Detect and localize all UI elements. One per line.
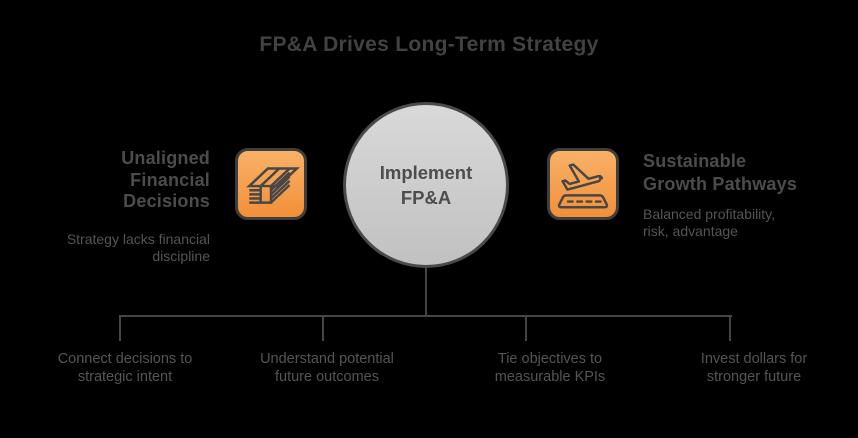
right-description: Balanced profitability, risk, advantage — [643, 206, 776, 239]
branch-label-1: Connect decisions to strategic intent — [57, 351, 193, 385]
branch-label-4: Invest dollars for stronger future — [700, 351, 808, 385]
plane-takeoff-icon — [547, 148, 619, 220]
center-node: Implement FP&A — [343, 102, 509, 268]
money-stack-glyph — [246, 167, 300, 204]
left-heading: Unaligned Financial Decisions — [121, 148, 210, 211]
page-title: FP&A Drives Long-Term Strategy — [259, 33, 599, 56]
connector-tick-3 — [525, 315, 527, 341]
branch-label-3: Tie objectives to measurable KPIs — [494, 351, 606, 385]
branch-label-2: Understand potential future outcomes — [260, 351, 394, 385]
plane-takeoff-glyph — [557, 163, 609, 209]
connector-tick-2 — [322, 315, 324, 341]
right-heading: Sustainable Growth Pathways — [643, 151, 798, 194]
connector-horizontal — [119, 315, 732, 317]
connector-tick-1 — [119, 315, 121, 341]
connector-stem — [425, 268, 427, 316]
left-description: Strategy lacks financial discipline — [66, 231, 210, 264]
money-stack-icon — [235, 148, 307, 220]
center-node-label: Implement FP&A — [379, 162, 473, 208]
connector-tick-4 — [729, 315, 731, 341]
